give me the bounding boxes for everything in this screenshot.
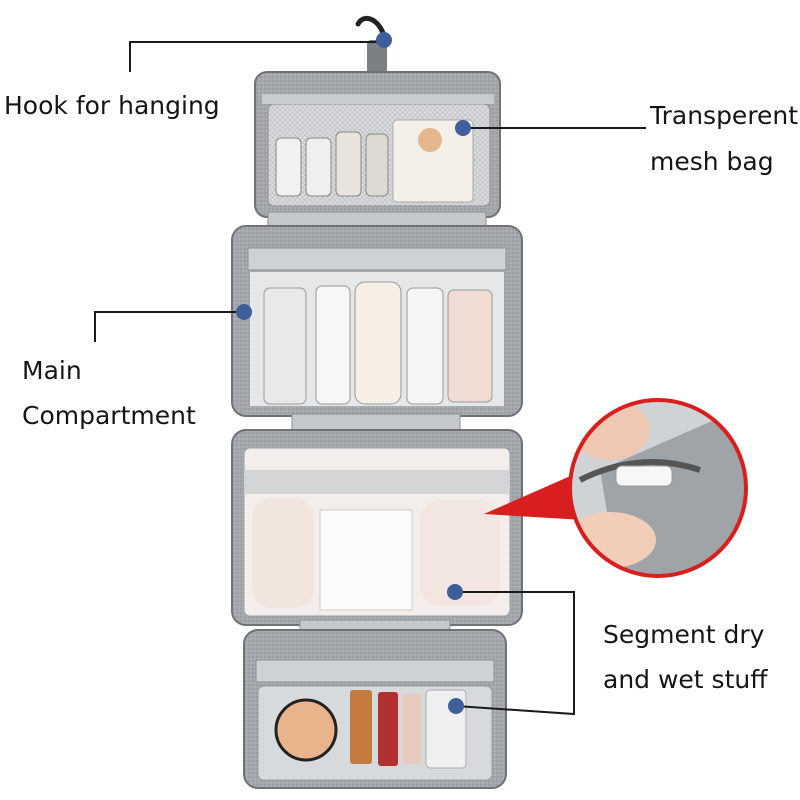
segment-leader-line bbox=[455, 591, 575, 716]
main-marker-dot-icon bbox=[236, 304, 252, 320]
zoom-detail bbox=[484, 398, 748, 578]
mesh-callout-label-line2: mesh bag bbox=[650, 147, 774, 176]
main-callout-label-line2: Compartment bbox=[22, 401, 196, 430]
bottles-row-top bbox=[275, 119, 474, 203]
skincare-bottles bbox=[263, 281, 493, 405]
hook-marker-dot-icon bbox=[376, 32, 392, 48]
main-compartment-panel bbox=[231, 225, 523, 417]
main-leader-line bbox=[94, 311, 244, 342]
hanging-hook-icon bbox=[355, 15, 388, 80]
clear-pocket-panel bbox=[231, 429, 523, 626]
mesh-marker-dot-icon bbox=[455, 120, 471, 136]
hook-callout-label: Hook for hanging bbox=[4, 91, 220, 120]
callout-lines bbox=[94, 41, 646, 716]
callout-markers bbox=[236, 32, 471, 714]
segment-callout-label-line1: Segment dry bbox=[603, 620, 765, 649]
segment-marker-dot-top-icon bbox=[447, 584, 463, 600]
makeup-items bbox=[274, 689, 467, 769]
bottom-pocket-panel bbox=[243, 629, 507, 789]
hook-leader-line bbox=[129, 41, 384, 72]
segment-marker-dot-bottom-icon bbox=[448, 698, 464, 714]
mesh-pocket-panel bbox=[254, 71, 501, 218]
mesh-callout-label-line1: Transperent bbox=[650, 101, 799, 130]
main-callout-label-line1: Main bbox=[22, 356, 82, 385]
segment-callout-label-line2: and wet stuff bbox=[603, 665, 768, 694]
